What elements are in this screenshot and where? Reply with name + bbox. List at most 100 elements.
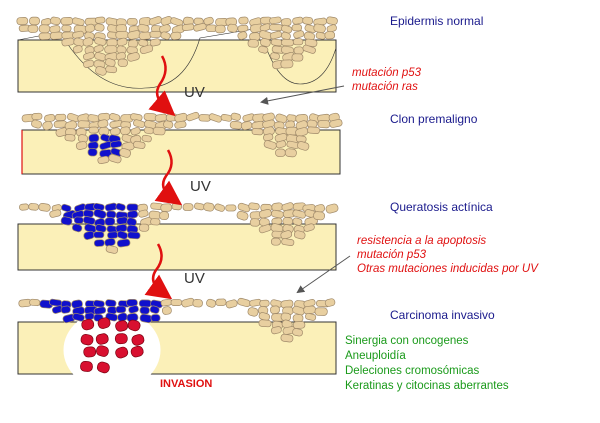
keratinocyte-cell	[270, 38, 283, 47]
panel-invasive-carcinoma	[17, 297, 337, 391]
keratinocyte-cell	[315, 31, 326, 40]
keratosis-cell	[115, 202, 126, 212]
keratinocyte-cell	[29, 16, 40, 26]
keratinocyte-cell	[240, 121, 253, 131]
keratinocyte-cell	[42, 120, 53, 131]
keratinocyte-cell	[270, 237, 281, 246]
feature-item: Aneuploidía	[345, 350, 406, 362]
keratinocyte-cell	[171, 202, 182, 211]
keratinocyte-cell	[305, 312, 317, 321]
keratinocyte-cell	[95, 16, 106, 24]
keratinocyte-cell	[148, 210, 161, 220]
keratosis-cell	[107, 231, 119, 239]
keratinocyte-cell	[31, 119, 42, 129]
keratinocyte-cell	[302, 44, 316, 54]
keratinocyte-cell	[269, 305, 280, 315]
keratinocyte-cell	[108, 153, 122, 164]
keratinocyte-cell	[247, 307, 259, 317]
keratinocyte-cell	[248, 202, 260, 211]
invasion-label: INVASION	[160, 378, 213, 390]
carcinoma-cell	[93, 299, 105, 308]
stage-label-keratosis: Queratosis actínica	[390, 200, 493, 214]
keratinocyte-cell	[324, 298, 336, 307]
keratinocyte-cells	[18, 297, 336, 374]
keratinocyte-cell	[194, 202, 205, 211]
keratosis-cell	[60, 203, 72, 213]
keratinocyte-cell	[133, 119, 146, 128]
keratinocyte-cell	[138, 223, 150, 232]
keratinocyte-cell	[317, 120, 331, 129]
keratinocyte-cell	[237, 24, 249, 33]
panel-actinic-keratosis	[17, 202, 339, 271]
keratinocyte-cell	[61, 24, 72, 33]
keratinocyte-cell	[275, 148, 286, 157]
invasive-cell	[127, 319, 141, 332]
curved-arrow-icon	[144, 243, 173, 300]
keratinocyte-cell	[249, 218, 261, 227]
carcinoma-cell	[139, 306, 150, 315]
keratinocyte-cell	[270, 326, 282, 335]
feature-item: Deleciones cromosómicas	[345, 365, 480, 377]
keratinocyte-cell	[31, 112, 43, 121]
invasive-cell	[83, 346, 97, 358]
keratinocyte-cell	[280, 333, 294, 343]
keratinocyte-cell	[160, 31, 171, 40]
keratinocyte-cell	[281, 238, 295, 246]
mutation-item: mutación p53	[352, 67, 422, 79]
invasive-cell	[81, 318, 95, 331]
keratinocyte-cell	[104, 45, 118, 54]
carcinoma-cell	[138, 299, 152, 308]
carcinoma-cell	[150, 314, 161, 322]
mutation-list-1: mutación p53 mutación ras	[352, 66, 421, 94]
invasive-cell	[131, 334, 145, 346]
keratinocyte-cell	[161, 306, 172, 315]
premalignant-cell	[109, 140, 123, 149]
keratosis-cell	[60, 216, 73, 226]
keratinocyte-cell	[293, 30, 305, 39]
keratinocyte-cells	[21, 111, 343, 165]
keratinocyte-cell	[314, 307, 328, 316]
keratinocyte-cell	[159, 211, 170, 220]
pointer-arrows	[260, 85, 351, 294]
keratinocyte-cell	[227, 23, 238, 33]
keratinocyte-cell	[97, 119, 109, 128]
carcinoma-cell	[149, 305, 160, 314]
keratinocyte-cell	[214, 203, 226, 212]
keratinocyte-cell	[292, 314, 304, 323]
keratinocyte-cell	[126, 52, 140, 62]
stage-label-normal: Epidermis normal	[390, 14, 484, 28]
keratinocyte-cell	[38, 24, 51, 34]
keratinocyte-cell	[203, 202, 215, 212]
keratinocyte-cell	[170, 17, 184, 27]
keratinocyte-cell	[54, 113, 67, 121]
keratinocyte-cell	[325, 203, 339, 214]
keratinocyte-cell	[152, 126, 166, 136]
keratinocyte-cell	[293, 46, 304, 55]
keratinocyte-cell	[148, 16, 163, 26]
feature-item: Sinergia con oncogenes	[345, 335, 469, 347]
carcinoma-cell	[105, 299, 117, 308]
keratinocyte-cell	[292, 209, 307, 219]
keratinocyte-cell	[16, 17, 29, 26]
keratinocyte-cell	[229, 120, 243, 130]
keratinocyte-cell	[60, 17, 74, 26]
carcinoma-cell	[128, 305, 139, 314]
keratinocyte-cell	[126, 18, 138, 26]
keratinocyte-cell	[208, 113, 223, 123]
keratinocyte-cell	[138, 39, 149, 47]
keratinocyte-cell	[109, 113, 121, 122]
keratinocyte-cell	[143, 126, 154, 135]
keratinocyte-cell	[130, 127, 141, 136]
keratinocyte-cell	[38, 32, 52, 40]
keratinocyte-cell	[77, 120, 91, 129]
keratosis-cell	[116, 238, 131, 248]
uv-label: UV	[184, 84, 205, 101]
keratinocyte-cell	[105, 65, 118, 74]
keratinocyte-cell	[292, 16, 304, 25]
curved-arrow-icon	[154, 149, 183, 206]
mutation-list-2: resistencia a la apoptosis mutación p53 …	[357, 234, 538, 276]
keratinocyte-cell	[302, 16, 314, 25]
keratinocyte-cell	[284, 148, 297, 158]
panel-premalignant-clone	[21, 111, 343, 175]
